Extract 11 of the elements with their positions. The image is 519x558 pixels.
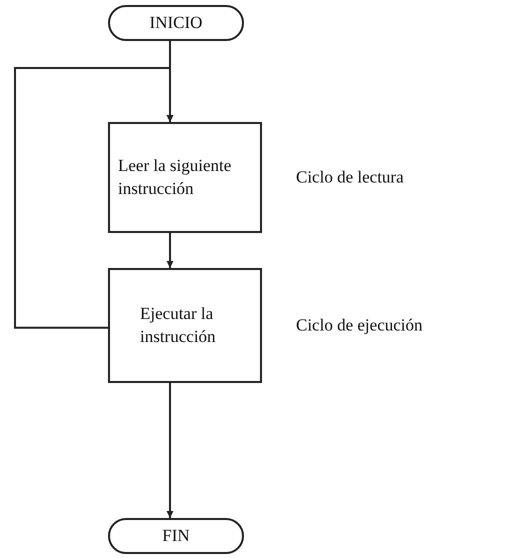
node-text: FIN xyxy=(162,524,190,547)
cycle-label: Ciclo de lectura xyxy=(296,166,404,188)
node-text: Ejecutar la instrucción xyxy=(140,302,217,348)
node-text: INICIO xyxy=(150,12,202,34)
node-text: Leer la siguiente instrucción xyxy=(118,154,232,200)
arrow xyxy=(166,233,174,268)
terminal-box xyxy=(108,518,244,554)
cycle-label: Ciclo de ejecución xyxy=(296,314,423,336)
arrow xyxy=(166,383,174,518)
terminal-box xyxy=(108,5,244,41)
arrow xyxy=(14,67,174,329)
